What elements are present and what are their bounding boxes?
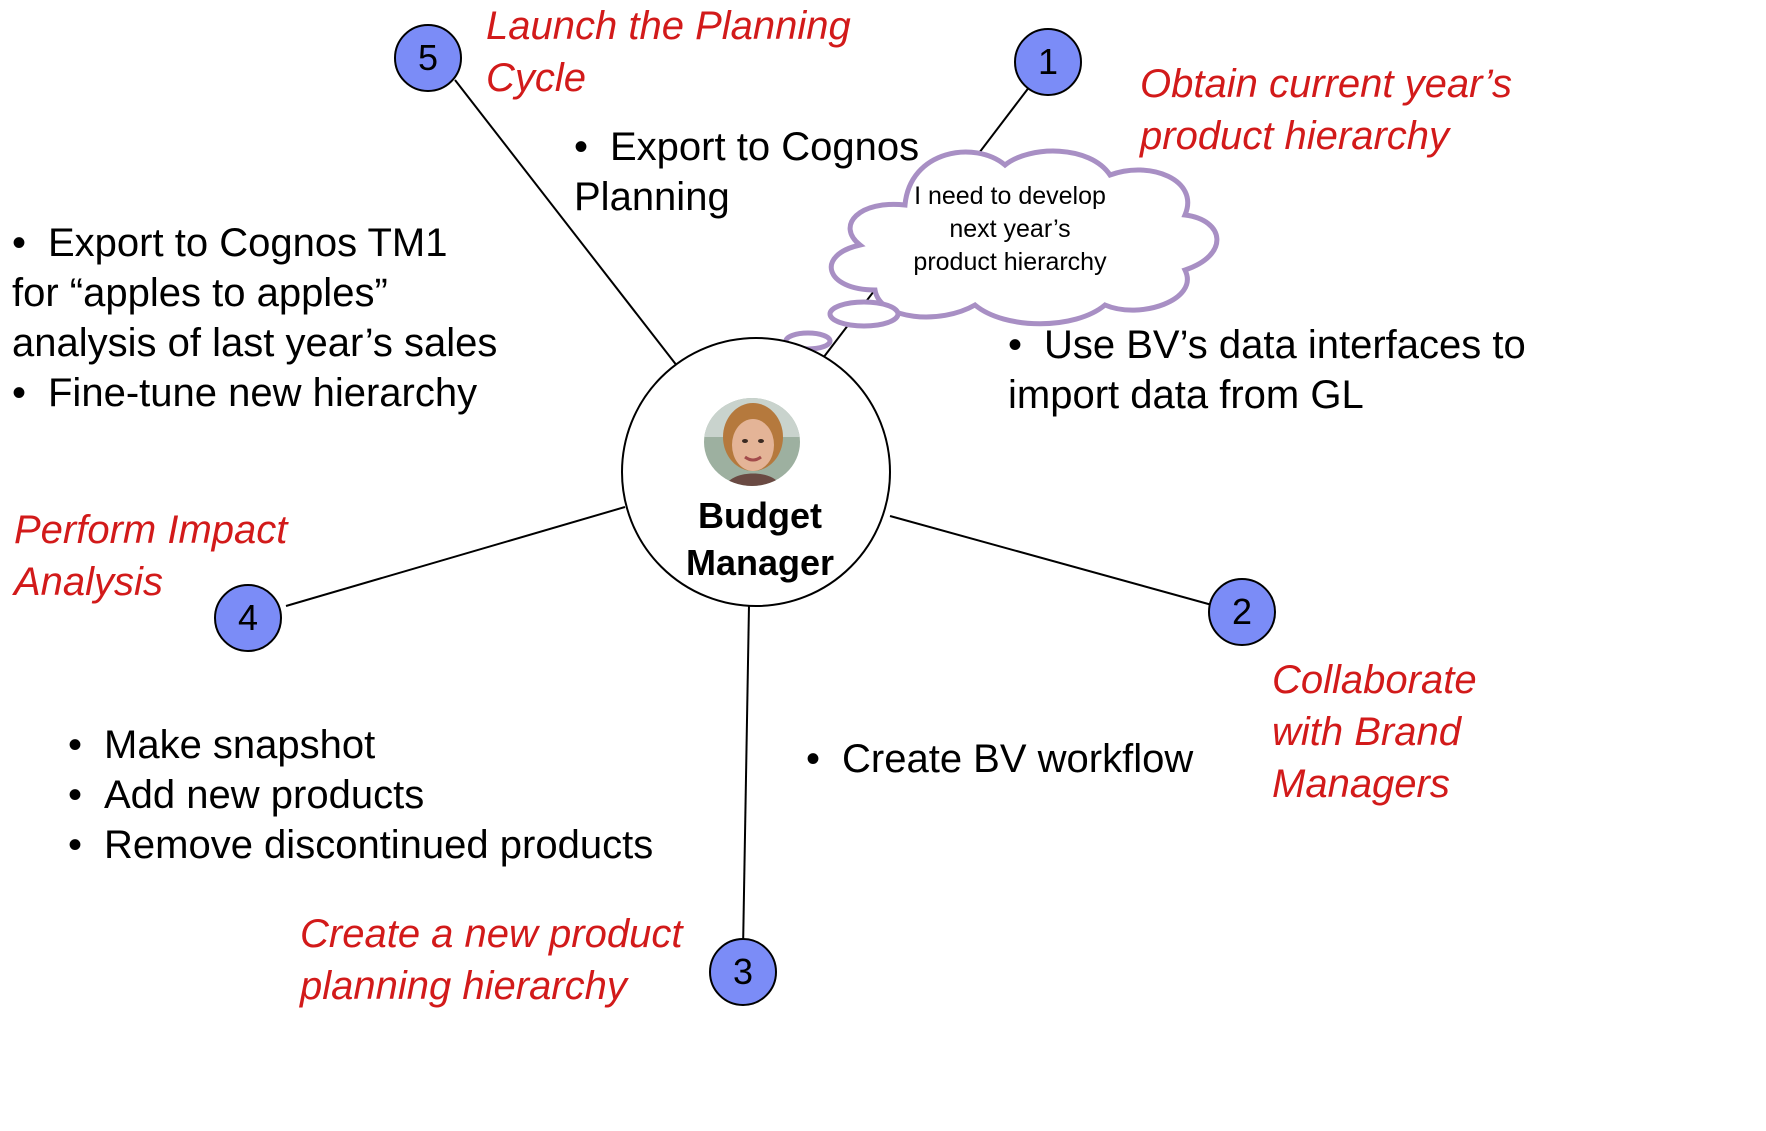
step4-bullet-item2: Fine-tune new hierarchy	[48, 371, 478, 415]
connector-step3	[742, 604, 750, 951]
step5-title-line1: Launch the Planning	[486, 4, 851, 48]
thought-text: I need to develop next year’s product hi…	[884, 180, 1136, 279]
step2-title-line3: Managers	[1272, 762, 1450, 806]
bullet-dot: •	[806, 737, 821, 781]
step5-badge: 5	[394, 24, 462, 92]
person-photo-icon	[703, 397, 801, 487]
center-title: Budget Manager	[672, 492, 848, 586]
connector-step5	[454, 79, 682, 372]
bullet-dot: •	[68, 773, 83, 817]
step5-bullet-line1: Export to Cognos	[610, 125, 920, 169]
step2-bullet-item1: Create BV workflow	[842, 737, 1194, 781]
center-title-line2: Manager	[685, 542, 835, 583]
step4-title-line2: Analysis	[14, 560, 163, 604]
step4-badge: 4	[214, 584, 282, 652]
bullet-dot: •	[68, 723, 83, 767]
step3-badge: 3	[709, 938, 777, 1006]
step4-bullet-item1-line1: Export to Cognos TM1	[48, 221, 448, 265]
step1-title-line2: product hierarchy	[1140, 114, 1450, 158]
connector-step2	[889, 515, 1213, 606]
step1-badge: 1	[1014, 28, 1082, 96]
step3-title-line2: planning hierarchy	[300, 964, 627, 1008]
connector-step4	[285, 506, 626, 607]
thought-line1: I need to develop	[914, 182, 1106, 210]
bullet-dot: •	[574, 125, 589, 169]
step1-title: Obtain current year’s product hierarchy	[1140, 58, 1512, 162]
step4-title-line1: Perform Impact	[14, 508, 288, 552]
step2-title-line2: with Brand	[1272, 710, 1461, 754]
step5-bullet-line2: Planning	[574, 175, 730, 219]
step4-bullet-item1-line2: for “apples to apples”	[12, 271, 388, 315]
step2-title-line1: Collaborate	[1272, 658, 1477, 702]
bullet-dot: •	[12, 371, 27, 415]
step1-bullet-line2: import data from GL	[1008, 373, 1364, 417]
step1-title-line1: Obtain current year’s	[1140, 62, 1513, 106]
step2-bullets: • Create BV workflow	[806, 734, 1193, 784]
step5-title: Launch the Planning Cycle	[486, 0, 851, 104]
step3-title-line1: Create a new product	[300, 912, 683, 956]
step1-bullets: • Use BV’s data interfaces to import data…	[1008, 320, 1526, 420]
step3-title: Create a new product planning hierarchy	[300, 908, 682, 1012]
step2-badge: 2	[1208, 578, 1276, 646]
step4-bullets: • Export to Cognos TM1 for “apples to app…	[12, 218, 497, 418]
thought-line3: product hierarchy	[913, 248, 1107, 276]
thought-line2: next year’s	[949, 215, 1071, 243]
bullet-dot: •	[1008, 323, 1023, 367]
step5-bullets: • Export to Cognos Planning	[574, 122, 919, 222]
step5-title-line2: Cycle	[486, 56, 587, 100]
step2-title: Collaborate with Brand Managers	[1272, 654, 1477, 810]
bullet-dot: •	[12, 221, 27, 265]
center-title-line1: Budget	[698, 495, 822, 536]
bullet-dot: •	[68, 823, 83, 867]
step3-bullet-item1: Make snapshot	[104, 723, 376, 767]
step1-bullet-line1: Use BV’s data interfaces to	[1044, 323, 1526, 367]
step3-bullets: • Make snapshot • Add new products • Remove…	[68, 720, 653, 870]
step4-title: Perform Impact Analysis	[14, 504, 287, 608]
step4-bullet-item1-line3: analysis of last year’s sales	[12, 321, 498, 365]
step3-bullet-item3: Remove discontinued products	[104, 823, 654, 867]
step3-bullet-item2: Add new products	[104, 773, 425, 817]
